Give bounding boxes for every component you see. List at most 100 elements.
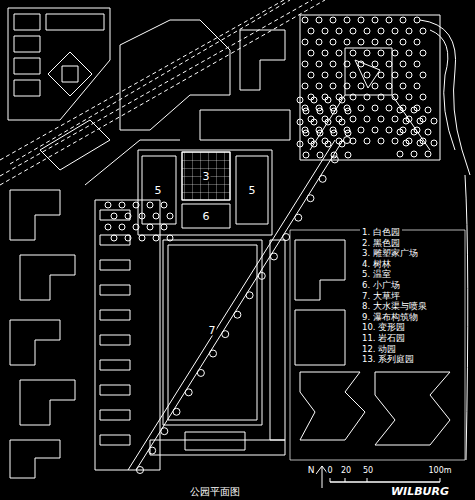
tree-symbol xyxy=(386,105,392,111)
tree-symbol xyxy=(400,83,406,89)
tree-symbol xyxy=(411,151,417,157)
tree-symbol xyxy=(420,72,426,78)
tree-symbol xyxy=(308,28,314,34)
tree-symbol xyxy=(331,108,337,114)
legend-item: 11. 岩石园 xyxy=(360,334,407,343)
tree-symbol xyxy=(330,39,336,45)
north-label: N xyxy=(307,466,316,475)
callout-number: 3 xyxy=(202,171,211,182)
tree-symbol xyxy=(364,50,370,56)
tree-symbol xyxy=(325,119,331,125)
tree-symbol xyxy=(414,61,420,67)
tree-symbol xyxy=(358,61,364,67)
tree-symbol xyxy=(119,202,125,208)
tree-symbol xyxy=(400,61,406,67)
tree-symbol xyxy=(392,28,398,34)
tree-symbol xyxy=(364,94,370,100)
legend-item: 9. 瀑布构筑物 xyxy=(360,313,420,322)
legend-item: 5. 温室 xyxy=(360,270,393,279)
tree-symbol xyxy=(297,141,303,147)
tree-symbol xyxy=(344,61,350,67)
tree-symbol xyxy=(386,17,392,23)
legend-item: 12. 动园 xyxy=(360,345,398,354)
tree-symbol xyxy=(303,152,309,158)
legend-item: 8. 大水渠与喷泉 xyxy=(360,302,429,311)
tree-symbol xyxy=(397,107,403,113)
tree-symbol xyxy=(378,28,384,34)
tree-symbol xyxy=(147,202,153,208)
tree-symbol xyxy=(411,107,417,113)
tree-symbol xyxy=(330,17,336,23)
tree-symbol xyxy=(111,213,117,219)
tree-symbol xyxy=(386,127,392,133)
tree-symbol xyxy=(308,72,314,78)
tree-symbol xyxy=(345,152,351,158)
tree-symbol xyxy=(105,224,111,230)
tree-symbol xyxy=(222,331,229,338)
legend-item: 6. 小广场 xyxy=(360,281,402,290)
tree-symbol xyxy=(316,61,322,67)
tree-symbol xyxy=(325,141,331,147)
callout-number: 5 xyxy=(154,185,163,196)
tree-symbol xyxy=(185,389,192,396)
tree-symbol xyxy=(358,17,364,23)
scale-number: 20 xyxy=(340,467,352,475)
tree-symbol xyxy=(302,83,308,89)
tree-symbol xyxy=(420,50,426,56)
tree-symbol xyxy=(339,119,345,125)
tree-symbol xyxy=(316,83,322,89)
tree-symbol xyxy=(350,94,356,100)
tree-symbol xyxy=(319,175,326,182)
tree-symbol xyxy=(210,350,217,357)
tree-symbol xyxy=(358,105,364,111)
tree-symbol xyxy=(344,137,351,144)
legend-item: 2. 黑色园 xyxy=(360,239,402,248)
callout-number: 7 xyxy=(208,325,217,336)
tree-symbol xyxy=(297,119,303,125)
tree-symbol xyxy=(372,61,378,67)
tree-symbol xyxy=(386,39,392,45)
tree-symbol xyxy=(406,72,412,78)
tree-symbol xyxy=(372,127,378,133)
tree-symbol xyxy=(125,235,131,241)
tree-symbol xyxy=(358,127,364,133)
tree-symbol xyxy=(397,129,403,135)
tree-symbol xyxy=(425,107,431,113)
tree-symbol xyxy=(392,94,398,100)
tree-symbol xyxy=(336,50,342,56)
tree-symbol xyxy=(303,108,309,114)
tree-symbol xyxy=(406,50,412,56)
tree-symbol xyxy=(311,119,317,125)
tree-symbol xyxy=(270,253,277,260)
tree-symbol xyxy=(325,97,331,103)
tree-symbol xyxy=(161,428,168,435)
tree-symbol xyxy=(153,213,159,219)
tree-symbol xyxy=(400,39,406,45)
tree-symbol xyxy=(316,17,322,23)
tree-symbol xyxy=(311,97,317,103)
tree-symbol xyxy=(350,116,356,122)
tree-symbol xyxy=(350,28,356,34)
tree-symbol xyxy=(425,129,431,135)
tree-symbol xyxy=(392,72,398,78)
tree-symbol xyxy=(372,17,378,23)
tree-symbol xyxy=(139,213,145,219)
tree-symbol xyxy=(173,408,180,415)
tree-symbol xyxy=(431,140,437,146)
tree-symbol xyxy=(406,94,412,100)
tree-symbol xyxy=(386,61,392,67)
tree-symbol xyxy=(317,152,323,158)
tree-symbol xyxy=(308,50,314,56)
callout-number: 6 xyxy=(202,211,211,222)
tree-symbol xyxy=(392,50,398,56)
tree-symbol xyxy=(350,50,356,56)
tree-symbol xyxy=(311,141,317,147)
tree-symbol xyxy=(330,83,336,89)
tree-symbol xyxy=(420,94,426,100)
tree-symbol xyxy=(378,94,384,100)
tree-symbol xyxy=(350,72,356,78)
tree-symbol xyxy=(283,234,290,241)
tree-symbol xyxy=(322,72,328,78)
legend-item: 7. 大草坪 xyxy=(360,292,402,301)
legend-item: 13. 系列庭园 xyxy=(360,355,416,364)
